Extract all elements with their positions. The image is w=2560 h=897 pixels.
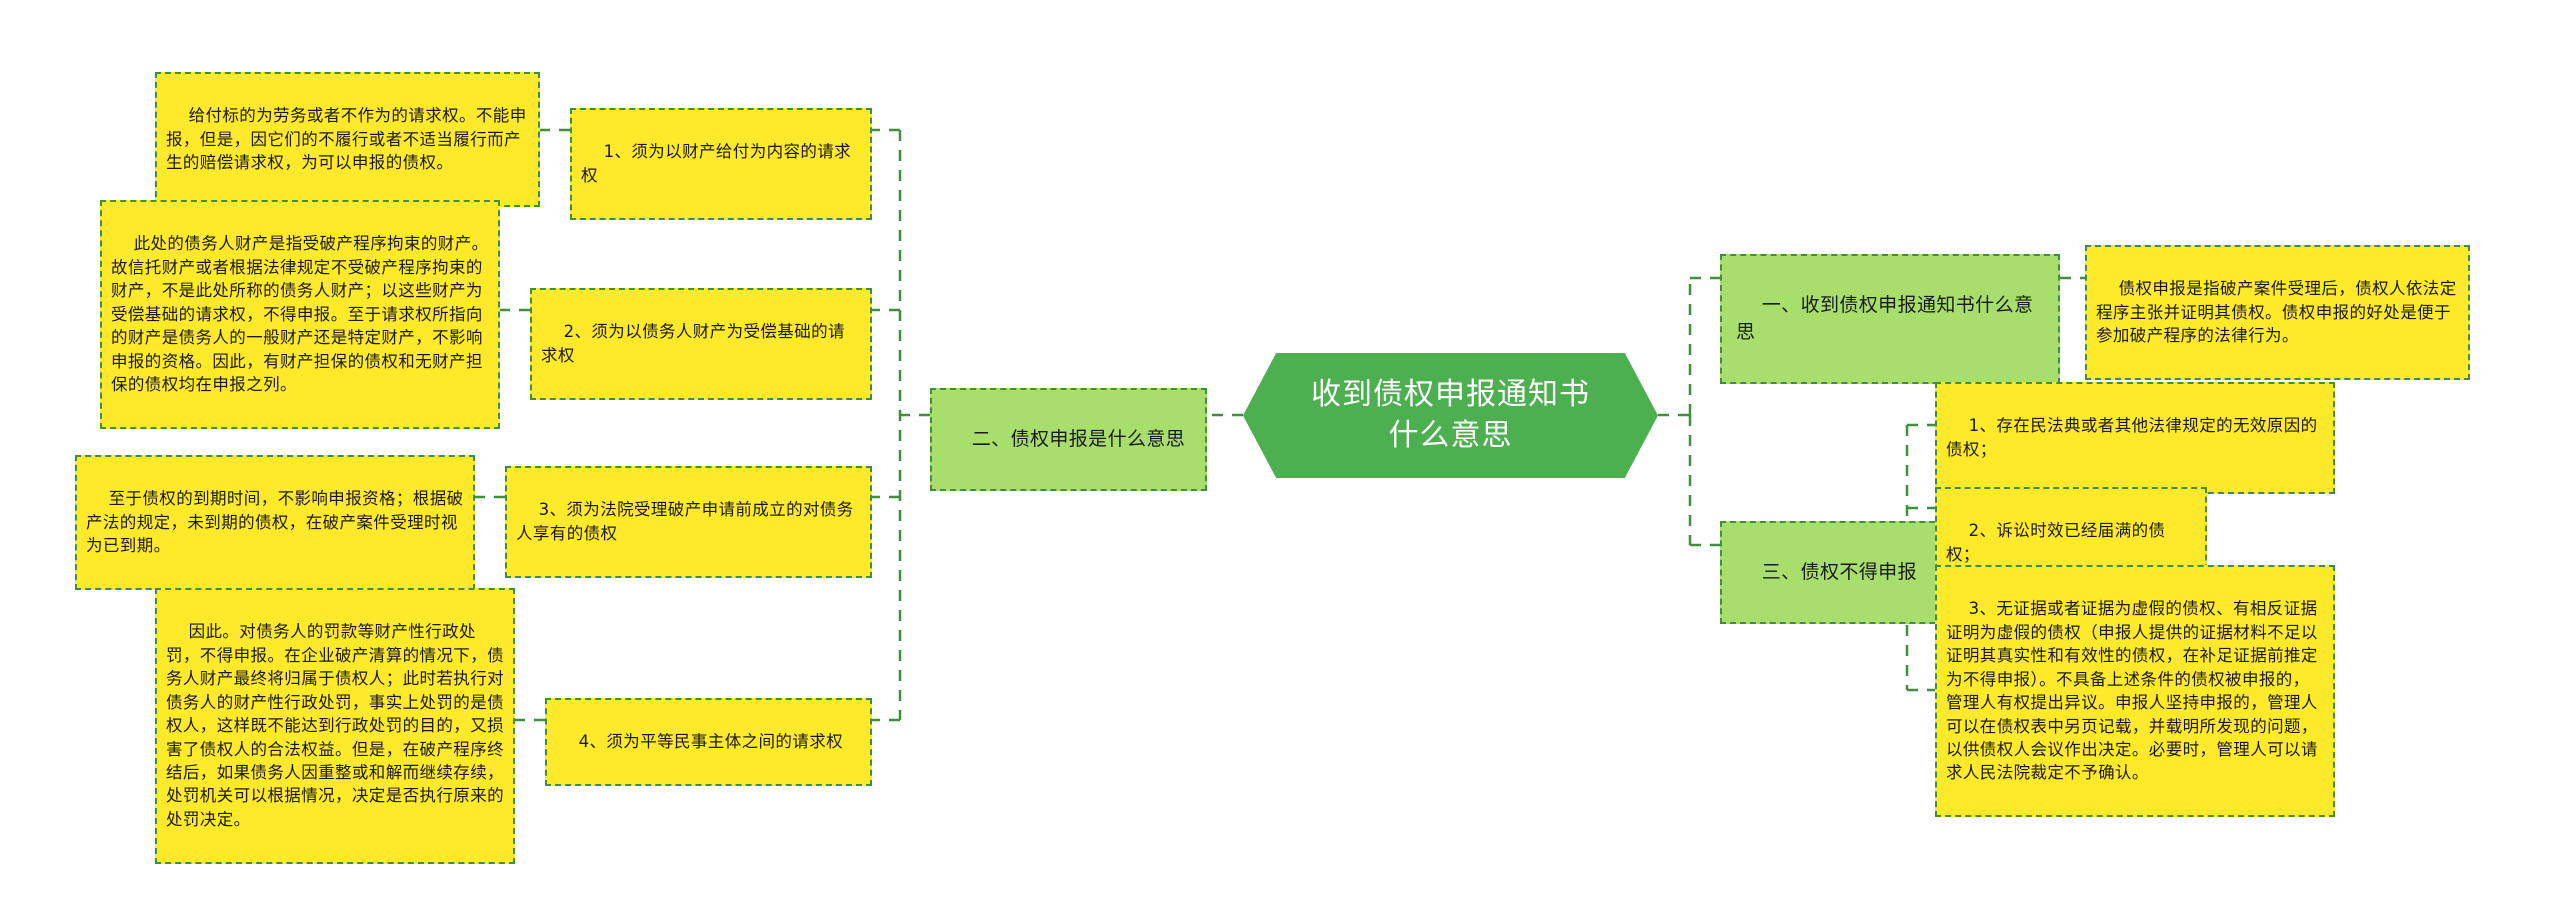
center-node-label: 收到债权申报通知书什么意思 (1311, 376, 1590, 453)
center-node[interactable]: 收到债权申报通知书什么意思 (1243, 353, 1658, 478)
right-branch-2-label: 三、债权不得申报 (1761, 560, 1917, 583)
branch-node-debt-declaration-meaning[interactable]: 二、债权申报是什么意思 (930, 388, 1207, 491)
left-child-4[interactable]: 4、须为平等民事主体之间的请求权 (545, 698, 872, 787)
left-child-1-detail-text: 给付标的为劳务或者不作为的请求权。不能申报，但是，因它们的不履行或者不适当履行而… (166, 106, 527, 173)
right-branch-2-child-3-text: 3、无证据或者证据为虚假的债权、有相反证据证明为虚假的债权（申报人提供的证据材料… (1946, 599, 2318, 783)
right-branch-1-child-1-text: 债权申报是指破产案件受理后，债权人依法定程序主张并证明其债权。债权申报的好处是便… (2096, 279, 2457, 346)
left-child-4-detail[interactable]: 因此。对债务人的罚款等财产性行政处罚，不得申报。在企业破产清算的情况下，债务人财… (155, 588, 515, 864)
right-branch-2-child-1[interactable]: 1、存在民法典或者其他法律规定的无效原因的债权； (1935, 382, 2335, 494)
right-branch-2-child-3[interactable]: 3、无证据或者证据为虚假的债权、有相反证据证明为虚假的债权（申报人提供的证据材料… (1935, 565, 2335, 818)
right-branch-2-child-1-text: 1、存在民法典或者其他法律规定的无效原因的债权； (1946, 416, 2318, 459)
left-child-4-detail-text: 因此。对债务人的罚款等财产性行政处罚，不得申报。在企业破产清算的情况下，债务人财… (166, 622, 504, 829)
left-child-3-label: 3、须为法院受理破产申请前成立的对债务人享有的债权 (516, 500, 854, 543)
left-child-3-detail[interactable]: 至于债权的到期时间，不影响申报资格；根据破产法的规定，未到期的债权，在破产案件受… (75, 455, 475, 591)
left-child-3-detail-text: 至于债权的到期时间，不影响申报资格；根据破产法的规定，未到期的债权，在破产案件受… (86, 489, 464, 556)
right-branch-1[interactable]: 一、收到债权申报通知书什么意思 (1720, 254, 2060, 384)
right-branch-1-label: 一、收到债权申报通知书什么意思 (1736, 293, 2034, 343)
branch-label: 二、债权申报是什么意思 (971, 427, 1186, 450)
left-child-2-label: 2、须为以债务人财产为受偿基础的请求权 (541, 322, 845, 365)
left-child-2[interactable]: 2、须为以债务人财产为受偿基础的请求权 (530, 288, 872, 400)
left-child-3[interactable]: 3、须为法院受理破产申请前成立的对债务人享有的债权 (505, 466, 872, 578)
left-child-2-detail[interactable]: 此处的债务人财产是指受破产程序拘束的财产。故信托财产或者根据法律规定不受破产程序… (100, 200, 500, 429)
left-child-1-detail[interactable]: 给付标的为劳务或者不作为的请求权。不能申报，但是，因它们的不履行或者不适当履行而… (155, 72, 540, 208)
left-child-4-label: 4、须为平等民事主体之间的请求权 (578, 732, 843, 752)
right-branch-1-child-1[interactable]: 债权申报是指破产案件受理后，债权人依法定程序主张并证明其债权。债权申报的好处是便… (2085, 245, 2470, 381)
left-child-1-label: 1、须为以财产给付为内容的请求权 (581, 142, 852, 185)
left-child-2-detail-text: 此处的债务人财产是指受破产程序拘束的财产。故信托财产或者根据法律规定不受破产程序… (111, 234, 489, 394)
left-child-1[interactable]: 1、须为以财产给付为内容的请求权 (570, 108, 872, 220)
right-branch-2-child-2-text: 2、诉讼时效已经届满的债权； (1946, 521, 2166, 564)
